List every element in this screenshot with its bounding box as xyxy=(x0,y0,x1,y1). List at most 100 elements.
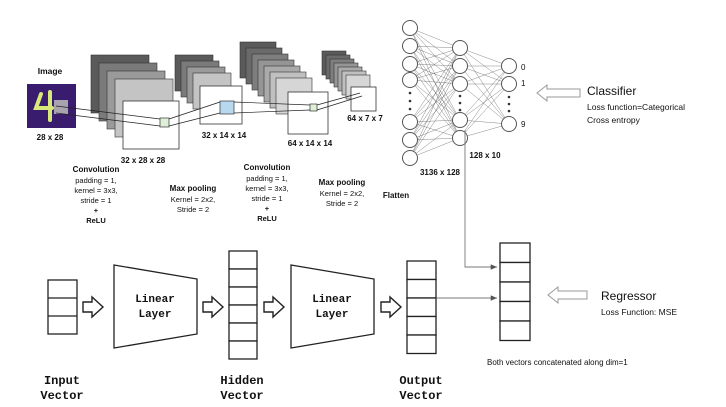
fc-connection xyxy=(409,119,461,141)
pool1-feature-maps xyxy=(174,54,243,125)
output-label-0: 0 xyxy=(521,63,526,72)
concatenated-vector-cell xyxy=(499,320,531,342)
hidden-vector-label-top: Hidden xyxy=(220,374,263,388)
svg-text:Convolution: Convolution xyxy=(73,165,120,174)
fc-connection xyxy=(409,83,461,159)
ellipsis-dot xyxy=(408,99,412,103)
fc-input-neuron xyxy=(402,20,418,36)
fc-input-neuron xyxy=(402,132,418,148)
fc-input-neuron xyxy=(402,114,418,130)
hidden-vector xyxy=(228,250,258,360)
fc-connection xyxy=(459,65,510,139)
fc2-size-label: 128 x 10 xyxy=(469,151,501,160)
svg-text:ReLU: ReLU xyxy=(86,216,106,225)
svg-text:Kernel = 2x2,: Kernel = 2x2, xyxy=(171,195,215,204)
fc-connection xyxy=(409,47,461,159)
fc-neurons xyxy=(402,20,517,166)
fc-input-neuron xyxy=(402,56,418,72)
svg-text:ReLU: ReLU xyxy=(257,214,277,223)
fc-connection xyxy=(459,47,510,67)
linear-layer-1: Linear Layer xyxy=(113,264,198,349)
arrow-linear-to-hidden xyxy=(202,295,225,319)
conv2-size-label: 64 x 14 x 14 xyxy=(288,139,333,148)
fc-output-neuron xyxy=(501,76,517,92)
svg-text:stride = 1: stride = 1 xyxy=(80,196,111,205)
svg-text:Convolution: Convolution xyxy=(244,163,291,172)
flatten-label: Flatten xyxy=(383,191,409,200)
input-vector xyxy=(47,279,78,335)
output-label-9: 9 xyxy=(521,120,526,129)
conv2-feature-maps xyxy=(239,41,329,135)
fc-connection xyxy=(409,79,461,139)
arrow-linear-to-output xyxy=(380,295,403,319)
arrow-input-to-linear xyxy=(82,295,105,319)
arrow-hidden-to-linear xyxy=(263,295,286,319)
fc-input-neuron xyxy=(402,72,418,88)
ellipsis-dot xyxy=(507,102,511,106)
linear-layer-2: Linear Layer xyxy=(290,264,375,349)
fc-connection xyxy=(409,47,461,65)
linear-layer-2-label-bottom: Layer xyxy=(315,309,348,321)
pool1-description: Max pooling Kernel = 2x2, Stride = 2 xyxy=(170,184,217,214)
classifier-to-concat-connector xyxy=(464,130,497,270)
classifier-pointer-arrow xyxy=(536,83,581,103)
svg-text:stride = 1: stride = 1 xyxy=(251,194,282,203)
fc-connection xyxy=(409,63,461,121)
fc-output-neuron xyxy=(501,58,517,74)
output-vector-label-bottom: Vector xyxy=(399,389,442,403)
fc-connection xyxy=(459,47,510,125)
svg-text:+: + xyxy=(94,206,99,215)
svg-text:padding = 1,: padding = 1, xyxy=(75,176,117,185)
input-vector-label-top: Input xyxy=(44,374,80,388)
fc-hidden-neuron xyxy=(452,40,468,56)
fc-connection xyxy=(409,47,461,81)
output-vector-cell xyxy=(406,278,437,299)
hidden-vector-cell xyxy=(228,322,258,342)
fc-connection xyxy=(409,137,461,159)
fc-connection xyxy=(409,79,461,85)
svg-text:+: + xyxy=(265,204,270,213)
regressor-loss: Loss Function: MSE xyxy=(601,307,677,317)
regressor-title: Regressor xyxy=(601,289,656,303)
fc-connection xyxy=(409,27,461,49)
fc-connection xyxy=(459,83,510,125)
output-vector-cell xyxy=(406,297,437,318)
conv1-description: Convolution padding = 1, kernel = 3x3, s… xyxy=(73,165,120,225)
concatenated-vector-cell xyxy=(499,281,531,303)
hidden-vector-cell xyxy=(228,286,258,306)
input-vector-label-bottom: Vector xyxy=(40,389,83,403)
conv2-description: Convolution padding = 1, kernel = 3x3, s… xyxy=(244,163,291,223)
fc-hidden-neuron xyxy=(452,76,468,92)
svg-text:kernel = 3x3,: kernel = 3x3, xyxy=(74,186,117,195)
ellipsis-dot xyxy=(408,107,412,111)
pool1-size-label: 32 x 14 x 14 xyxy=(202,131,247,140)
linear-layer-1-label-bottom: Layer xyxy=(138,309,171,321)
fc-hidden-neuron xyxy=(452,112,468,128)
fc-connection xyxy=(459,65,510,125)
concatenated-vector-cell xyxy=(499,261,531,283)
output-vector-cell xyxy=(406,334,437,355)
hidden-vector-label-bottom: Vector xyxy=(220,389,263,403)
svg-text:Max pooling: Max pooling xyxy=(170,184,217,193)
conv1-feature-maps xyxy=(90,54,180,150)
svg-text:Stride = 2: Stride = 2 xyxy=(177,205,209,214)
concatenated-vector-cell xyxy=(499,300,531,322)
output-vector-cell xyxy=(406,260,437,281)
hidden-vector-cell xyxy=(228,340,258,360)
hidden-vector-cell xyxy=(228,250,258,270)
ellipsis-dot xyxy=(458,101,462,105)
hidden-vector-cell xyxy=(228,268,258,288)
fc-connection xyxy=(459,65,510,85)
ellipsis-dot xyxy=(408,91,412,95)
fc-connection xyxy=(409,45,461,49)
fc-connection xyxy=(409,45,461,121)
svg-text:Stride = 2: Stride = 2 xyxy=(326,199,358,208)
ellipsis-dot xyxy=(458,108,462,112)
output-vector xyxy=(406,260,437,355)
fc-input-neuron xyxy=(402,150,418,166)
regressor-pointer-arrow xyxy=(547,285,588,305)
output-vector-cell xyxy=(406,315,437,336)
svg-text:kernel = 3x3,: kernel = 3x3, xyxy=(245,184,288,193)
